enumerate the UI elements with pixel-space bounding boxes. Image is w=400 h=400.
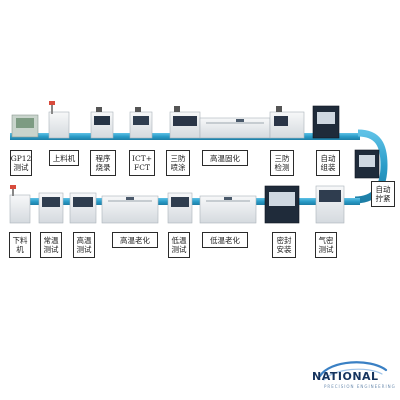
logo-tagline: PRECISION ENGINEERING bbox=[324, 384, 396, 389]
label-loader: 上料机 bbox=[49, 150, 79, 166]
machine-unloader bbox=[9, 185, 31, 224]
label-lowtest: 低温 测试 bbox=[168, 232, 190, 258]
machine-hightest bbox=[69, 192, 97, 224]
machine-hiage bbox=[101, 195, 159, 224]
label-assembly: 自动 组装 bbox=[316, 150, 340, 176]
label-cure: 高温固化 bbox=[202, 150, 248, 166]
machine-cure bbox=[199, 117, 271, 139]
label-inspect: 三防 检测 bbox=[270, 150, 294, 176]
conveyor-turn bbox=[354, 129, 388, 204]
machine-ict bbox=[129, 107, 153, 139]
machine-gp12 bbox=[11, 114, 39, 138]
machine-seal bbox=[264, 185, 300, 224]
label-gp12: GP12 测试 bbox=[10, 150, 32, 176]
label-hiage: 高温老化 bbox=[112, 232, 158, 248]
machine-assembly bbox=[312, 105, 340, 139]
label-ict: ICT+ FCT bbox=[129, 150, 155, 176]
label-normal: 常温 测试 bbox=[40, 232, 62, 258]
label-airtight: 气密 测试 bbox=[315, 232, 337, 258]
machine-normal bbox=[38, 192, 64, 224]
label-coat: 三防 喷涂 bbox=[166, 150, 190, 176]
label-loage: 低温老化 bbox=[202, 232, 248, 248]
machine-loage bbox=[199, 195, 257, 224]
logo-swoosh-icon bbox=[318, 361, 388, 381]
label-seal: 密封 安装 bbox=[272, 232, 296, 258]
machine-program bbox=[90, 107, 114, 139]
machine-screw bbox=[354, 149, 380, 179]
label-hightest: 高温 测试 bbox=[73, 232, 95, 258]
logo-name: NATIONAL bbox=[312, 370, 379, 383]
label-screw: 自动 拧紧 bbox=[371, 181, 395, 207]
label-program: 程序 烧录 bbox=[90, 150, 116, 176]
label-unloader: 下料 机 bbox=[9, 232, 31, 258]
machine-lowtest bbox=[167, 192, 193, 224]
machine-inspect bbox=[269, 106, 305, 139]
machine-coat bbox=[169, 106, 201, 139]
machine-loader bbox=[48, 101, 70, 139]
machine-airtight bbox=[315, 185, 345, 224]
company-logo: NATIONAL PRECISION ENGINEERING bbox=[300, 356, 396, 396]
